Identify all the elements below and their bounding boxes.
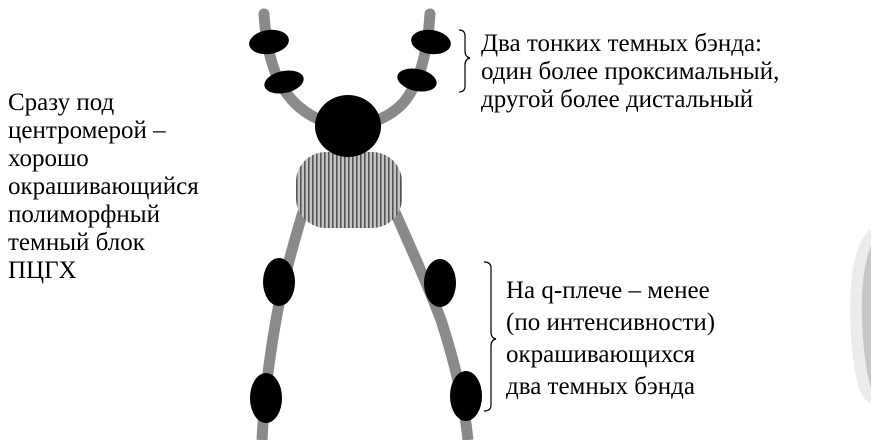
p-arm-band-right-distal (411, 29, 451, 55)
q-arm-band-right-distal (450, 371, 482, 421)
annotation-line: два темных бэнда (506, 373, 695, 400)
brace-bottom-right (483, 261, 497, 412)
annotation-line: (по интенсивности) (506, 309, 716, 336)
centromere (315, 95, 381, 157)
annotation-line: ПЦГХ (8, 257, 77, 284)
p-arm-band-left-distal (249, 29, 289, 55)
annotation-line: один более проксимальный, (481, 58, 780, 85)
annotation-line: центромерой – (8, 117, 166, 144)
heterochromatin-block (296, 152, 402, 228)
annotation-line: окрашивающийся (8, 173, 199, 200)
annotation-line: полиморфный (8, 201, 160, 228)
annotation-line: окрашивающихся (506, 341, 696, 368)
q-arm-band-left-distal (250, 373, 282, 423)
q-arm-band-right-proximal (424, 259, 456, 307)
annotation-top-right: Два тонких темных бэнда: один более прок… (481, 30, 779, 114)
q-arm-band-left-proximal (263, 258, 295, 306)
edge-artifact (850, 228, 871, 404)
p-arm-band-left-proximal (264, 70, 304, 94)
annotation-line: Два тонких темных бэнда: (481, 30, 762, 57)
brace-top-right (458, 29, 471, 93)
p-arm-band-right-proximal (397, 68, 437, 92)
annotation-line: темный блок (8, 229, 145, 256)
annotation-line: хорошо (8, 145, 89, 172)
annotation-line: На q-плече – менее (506, 277, 710, 304)
annotation-left: Сразу под центромерой – хорошо окрашиваю… (8, 89, 199, 285)
annotation-line: другой более дистальный (481, 86, 754, 113)
annotation-bottom-right: На q-плече – менее (по интенсивности) ок… (506, 275, 715, 403)
annotation-line: Сразу под (8, 89, 115, 116)
